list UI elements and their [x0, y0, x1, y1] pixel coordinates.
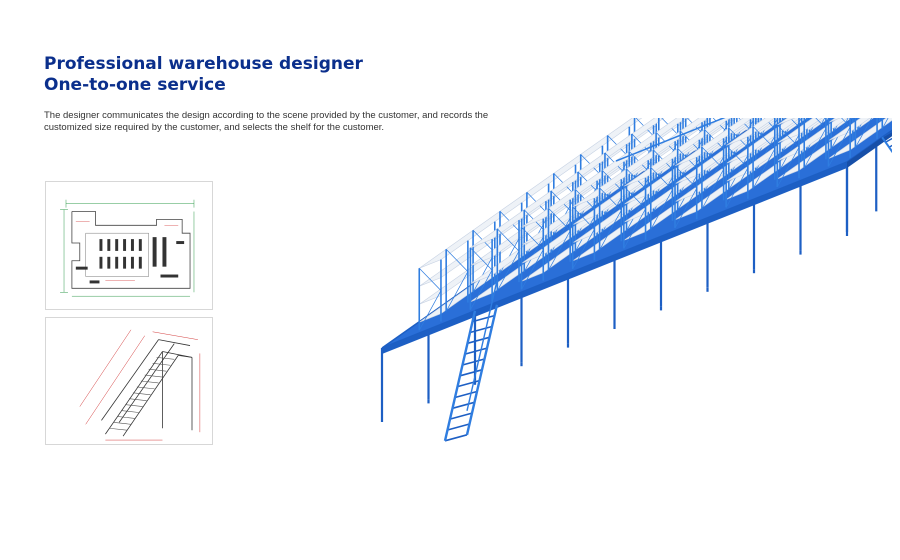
- page-title-line-1: Professional warehouse designer: [44, 54, 363, 74]
- floor-plan-drawing-thumbnail: [45, 181, 213, 310]
- header: Professional warehouse designer One-to-o…: [44, 54, 514, 133]
- staircase-drawing-thumbnail: [45, 317, 213, 445]
- support-columns: [380, 141, 878, 422]
- front-beam: [382, 162, 847, 354]
- front-staircase: [443, 280, 499, 442]
- side-beam: [847, 124, 900, 168]
- floor-plan-drawing: [60, 199, 195, 297]
- mezzanine-rack-illustration: [222, 9, 900, 528]
- page-description: The designer communicates the design acc…: [44, 110, 489, 133]
- page-title-line-2: One-to-one service: [44, 75, 226, 95]
- staircase-drawing: [79, 329, 201, 441]
- mezzanine-rack-drawing: [380, 9, 900, 442]
